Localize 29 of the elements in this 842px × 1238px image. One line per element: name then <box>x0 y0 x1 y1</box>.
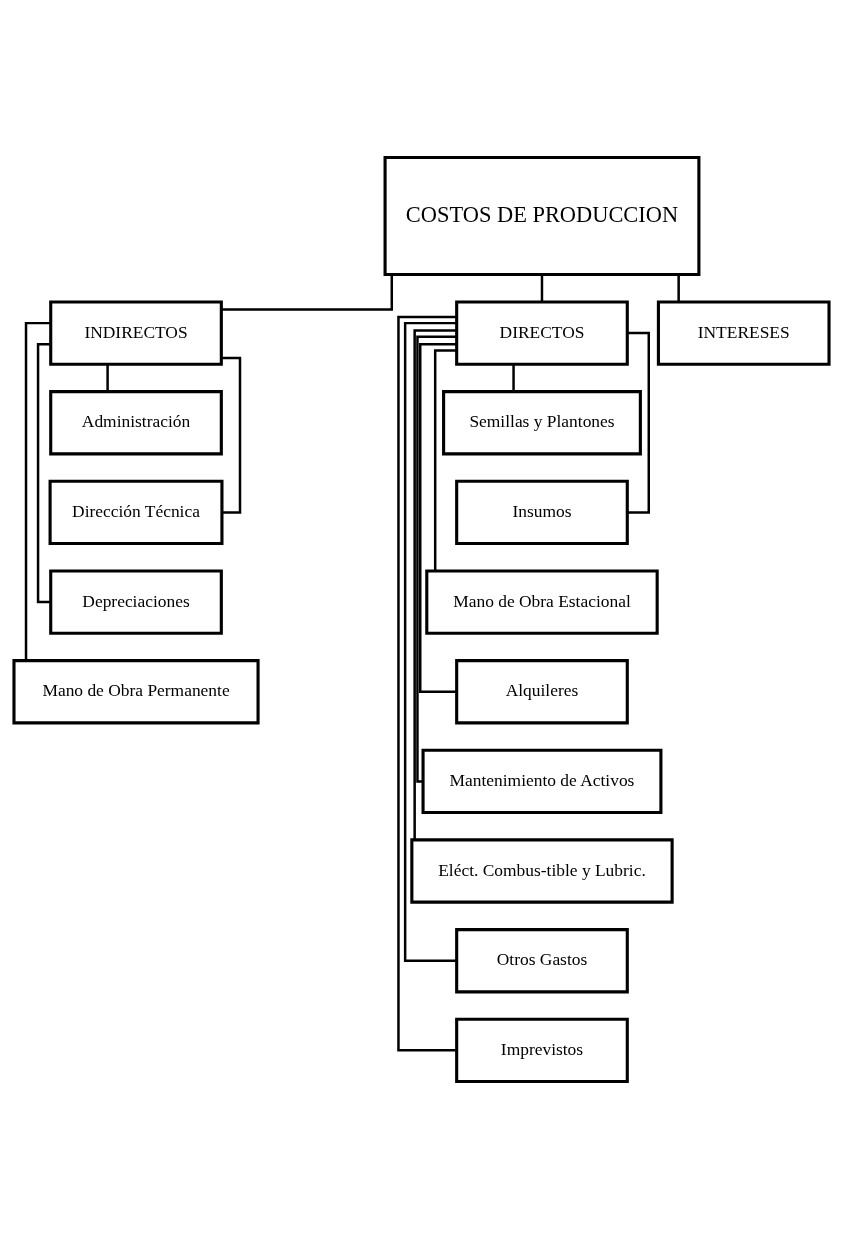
connector <box>676 274 680 302</box>
node-box: Semillas y Plantones <box>441 389 642 455</box>
node-box: Mano de Obra Permanente <box>11 658 260 724</box>
node-box: Depreciaciones <box>48 568 223 635</box>
node-box: INTERESES <box>656 299 831 366</box>
node-box: COSTOS DE PRODUCCION <box>383 155 700 276</box>
connector <box>418 342 456 693</box>
connector <box>105 363 109 391</box>
node-box: Insumos <box>454 479 629 545</box>
node-box: DIRECTOS <box>454 299 629 366</box>
connector <box>540 274 543 302</box>
node-box: Otros Gastos <box>454 927 629 993</box>
node-box: Mano de Obra Estacional <box>424 568 659 635</box>
connector <box>415 335 456 783</box>
node-box: Administración <box>48 389 223 455</box>
connector <box>403 321 456 962</box>
node-box: INDIRECTOS <box>48 299 223 366</box>
node-box: Imprevistos <box>454 1017 629 1083</box>
connector <box>433 348 456 571</box>
connector <box>36 342 50 603</box>
connector <box>221 274 393 311</box>
node-box: Dirección Técnica <box>48 479 223 545</box>
connector <box>396 315 456 1052</box>
connector <box>412 328 456 840</box>
node-box: Alquileres <box>454 658 629 724</box>
node-box: Mantenimiento de Activos <box>421 748 662 814</box>
connector <box>24 321 50 660</box>
connector <box>511 363 515 391</box>
node-box: Eléct. Combus-tible y Lubric. <box>409 837 674 904</box>
